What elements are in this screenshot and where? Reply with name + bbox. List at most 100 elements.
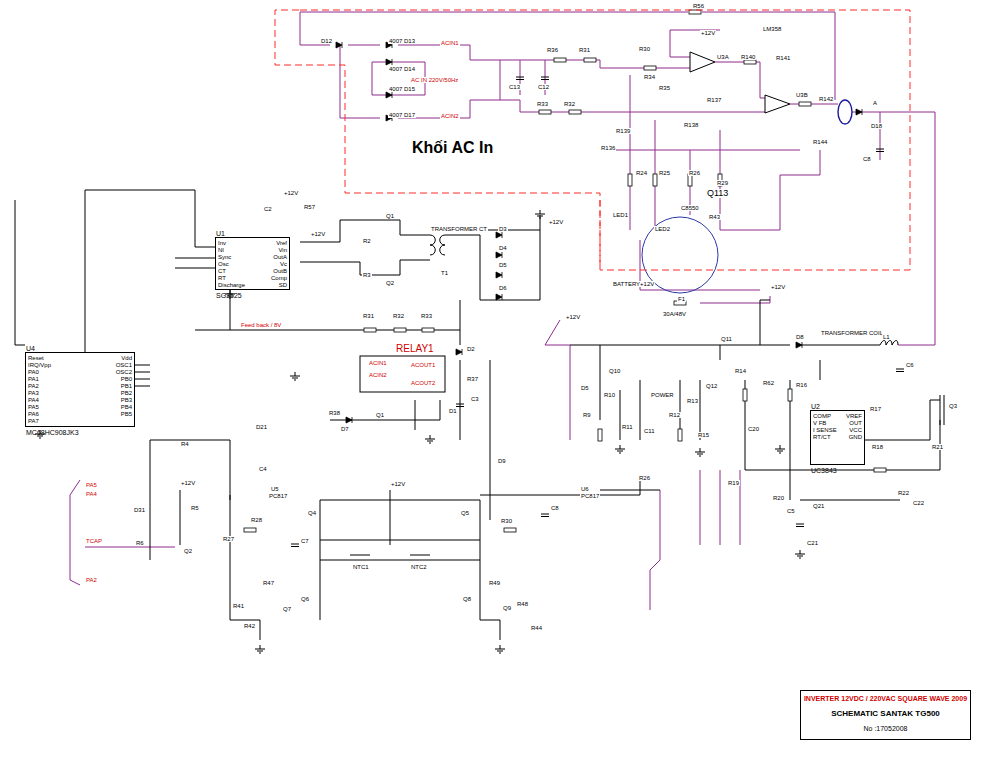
part-label: C12 [537, 84, 550, 90]
part-label: R35 [658, 85, 671, 91]
part-label: R26 [688, 170, 701, 176]
net-label: ACIN1 [440, 40, 460, 46]
pin-name: PA5 [28, 404, 39, 410]
pin-name: Comp [271, 275, 287, 281]
part-label: R48 [516, 601, 529, 607]
ic-box: U4ResetIRQ/VppPA0PA1PA2PA3PA4PA5PA6PA7Vd… [25, 352, 135, 427]
pin-name: PB4 [121, 404, 132, 410]
part-label: +12V [700, 30, 716, 36]
part-label: +12V [180, 480, 196, 486]
part-label: C6 [905, 362, 915, 368]
pin-name: PB2 [121, 390, 132, 396]
part-label: R16 [795, 382, 808, 388]
net-label: TCAP [85, 538, 103, 544]
part-label: NTC2 [410, 564, 428, 570]
part-label: R19 [727, 480, 740, 486]
pin-name: PA2 [28, 383, 39, 389]
part-label: D5 [580, 385, 590, 391]
part-label: D3 [498, 226, 508, 232]
pin-name: PB0 [121, 376, 132, 382]
part-label: R33 [536, 101, 549, 107]
part-label: R32 [392, 313, 405, 319]
part-label: R14 [734, 368, 747, 374]
part-label: R140 [740, 54, 756, 60]
part-label: C13 [508, 84, 521, 90]
part-label: C3 [470, 396, 480, 402]
part-label: R44 [530, 625, 543, 631]
part-label: D2 [466, 346, 476, 352]
part-label: R42 [243, 623, 256, 629]
pin-name: PB3 [121, 397, 132, 403]
pin-name: Discharge [218, 282, 245, 288]
part-label: R26 [638, 475, 651, 481]
part-label: R30 [638, 46, 651, 52]
part-label: Q9 [502, 605, 512, 611]
part-label: C4 [258, 466, 268, 472]
part-label: L1 [882, 334, 891, 340]
part-label: +12V [565, 314, 581, 320]
pin-name: V FB [813, 420, 826, 426]
net-label: PA5 [85, 482, 98, 488]
pin-name: I SENSE [813, 427, 837, 433]
pin-name: OutA [273, 254, 287, 260]
part-label: LED2 [654, 226, 671, 232]
part-label: R5 [190, 505, 200, 511]
part-label: D12 [320, 38, 333, 44]
part-label: R9 [582, 412, 592, 418]
part-ref: U1 [216, 230, 225, 237]
part-label: R31 [578, 47, 591, 53]
pin-name: VREF [846, 413, 862, 419]
pin-name: GND [849, 434, 862, 440]
part-label: Q7 [282, 606, 292, 612]
part-label: R20 [772, 495, 785, 501]
pin-name: OutB [273, 268, 287, 274]
part-label: +12V [310, 231, 326, 237]
part-label: D6 [498, 285, 508, 291]
part-label: Q21 [812, 503, 825, 509]
title-block: INVERTER 12VDC / 220VAC SQUARE WAVE 2009… [800, 690, 971, 740]
part-label: POWER [650, 392, 675, 398]
pin-name: Reset [28, 355, 44, 361]
part-label: 4007 D17 [388, 112, 416, 118]
part-ref: U4 [26, 345, 35, 352]
pin-name: OUT [849, 420, 862, 426]
net-label: PA4 [85, 491, 98, 497]
part-label: TRANSFORMER COIL [820, 330, 884, 336]
part-label: C8 [862, 156, 872, 162]
part-label: R2 [362, 238, 372, 244]
pin-name: Inv [218, 240, 226, 246]
part-label: R31 [362, 313, 375, 319]
part-label: C8 [550, 505, 560, 511]
part-label: D21 [255, 424, 268, 430]
part-label: C21 [806, 540, 819, 546]
part-label: R49 [488, 580, 501, 586]
title-text: No :17052008 [801, 725, 970, 732]
part-label: PC817 [580, 493, 600, 499]
part-label: R37 [466, 376, 479, 382]
title-text: SCHEMATIC SANTAK TG500 [801, 710, 970, 718]
title-text: INVERTER 12VDC / 220VAC SQUARE WAVE 2009 [801, 695, 970, 702]
part-label: D31 [133, 507, 146, 513]
part-label: Q113 [706, 189, 729, 198]
part-label: U6 [580, 486, 590, 492]
part-label: R142 [818, 96, 834, 102]
part-label: LM358 [762, 26, 782, 32]
part-label: R24 [635, 170, 648, 176]
block-title: Khối AC In [412, 140, 493, 156]
pin-name: OSC2 [116, 369, 132, 375]
ic-box: U1InvNISyncOscCTRTDischargeVrefVinOutAVc… [215, 237, 290, 290]
pin-name: PA0 [28, 369, 39, 375]
part-label: 4007 D13 [388, 38, 416, 44]
pin-name: Vc [280, 261, 287, 267]
part-label: R30 [500, 518, 513, 524]
part-number: MC68HC908JK3 [26, 429, 79, 436]
part-number: SG3525 [216, 292, 242, 299]
part-label: U3B [795, 92, 809, 98]
net-label: ACOUT2 [410, 380, 436, 386]
part-label: Q1 [385, 213, 395, 219]
part-label: C11 [643, 428, 656, 434]
pin-name: Vdd [121, 355, 132, 361]
part-label: R13 [686, 398, 699, 404]
part-label: R43 [708, 214, 721, 220]
pin-name: COMP [813, 413, 831, 419]
